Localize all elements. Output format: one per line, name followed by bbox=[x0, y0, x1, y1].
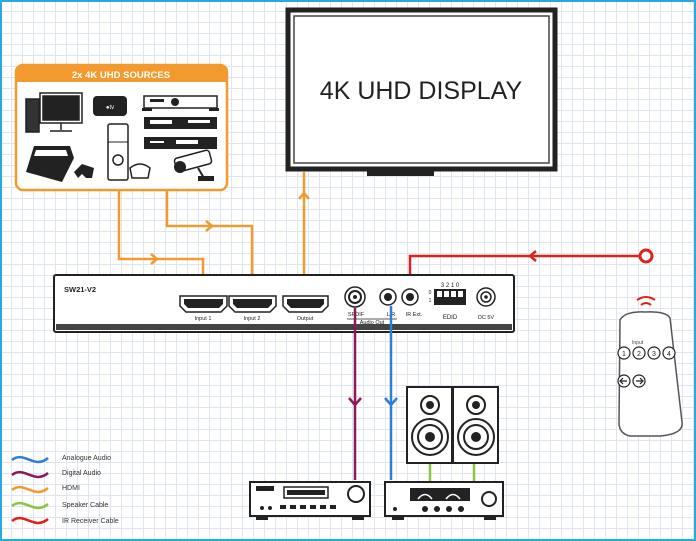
desktop-pc-icon bbox=[25, 92, 83, 133]
svg-text:4: 4 bbox=[667, 351, 671, 358]
sources-title: 2x 4K UHD SOURCES bbox=[72, 70, 170, 81]
hdmi-port-input2 bbox=[228, 295, 277, 313]
amplifier bbox=[384, 481, 504, 520]
svg-text:Analogue Audio: Analogue Audio bbox=[62, 455, 111, 462]
edid-label: EDID bbox=[443, 315, 458, 321]
spdif-label: SPDIF bbox=[348, 312, 365, 318]
spdif-port bbox=[344, 286, 366, 308]
output-label: Output bbox=[297, 316, 314, 322]
edid-bits-label: 3 2 1 0 bbox=[441, 283, 460, 289]
svg-text:HDMI: HDMI bbox=[62, 485, 80, 492]
input1-label: Input 1 bbox=[195, 316, 212, 322]
hdmi-port-input1 bbox=[179, 295, 228, 313]
speaker-right bbox=[452, 386, 499, 464]
svg-text:●tv: ●tv bbox=[106, 105, 114, 111]
dc-label: DC 5V bbox=[478, 315, 495, 321]
hdmi-port-output bbox=[282, 295, 329, 313]
audio-out-label: Audio Out bbox=[360, 320, 385, 326]
legend: Analogue Audio Digital Audio HDMI Speake… bbox=[11, 455, 119, 525]
legend-hdmi: HDMI bbox=[11, 485, 80, 494]
legend-ir-receiver-cable: IR Receiver Cable bbox=[11, 516, 119, 525]
svg-text:2: 2 bbox=[637, 351, 641, 358]
input2-label: Input 2 bbox=[244, 316, 261, 322]
speaker-left bbox=[406, 386, 453, 464]
remote-prev-button[interactable] bbox=[617, 374, 631, 388]
display-label: 4K UHD DISPLAY bbox=[320, 77, 523, 105]
speaker-cables bbox=[428, 463, 476, 482]
av-receiver bbox=[249, 481, 371, 520]
ir-ext-port bbox=[401, 288, 419, 306]
legend-digital-audio: Digital Audio bbox=[11, 470, 101, 479]
receiver-icons bbox=[142, 95, 219, 149]
media-box-icon: ●tv bbox=[93, 96, 127, 116]
dip-on-label: 0 bbox=[429, 290, 432, 296]
digital-audio-cable bbox=[348, 308, 362, 480]
remote-button-1[interactable]: 1 bbox=[617, 346, 631, 360]
switcher-model: SW21-V2 bbox=[64, 285, 96, 294]
hdmi-arrows bbox=[150, 191, 310, 265]
remote-next-button[interactable] bbox=[632, 374, 646, 388]
remote-button-3[interactable]: 3 bbox=[647, 346, 661, 360]
ir-ext-label: IR Ext. bbox=[406, 312, 423, 318]
svg-text:3: 3 bbox=[652, 351, 656, 358]
analogue-audio-cable bbox=[384, 306, 398, 480]
remote-button-4[interactable]: 4 bbox=[662, 346, 676, 360]
console-tower-icon bbox=[107, 123, 151, 181]
display-device: 4K UHD DISPLAY bbox=[285, 7, 558, 176]
switcher-device: SW21-V2 Input 1 Input 2 Output SPDIF bbox=[53, 274, 515, 333]
legend-analogue-audio: Analogue Audio bbox=[11, 455, 111, 464]
lr-audio-port bbox=[379, 288, 397, 306]
game-console-icon bbox=[26, 146, 94, 182]
svg-text:1: 1 bbox=[622, 351, 626, 358]
svg-text:Digital Audio: Digital Audio bbox=[62, 470, 101, 477]
camera-icon bbox=[173, 149, 214, 181]
remote-input-label: Input bbox=[632, 340, 644, 346]
hdmi-cable-input2 bbox=[165, 191, 254, 296]
ir-remote: Input 1 2 3 4 bbox=[617, 296, 683, 437]
edid-dip-switch[interactable] bbox=[434, 289, 466, 305]
dip-off-label: 1 bbox=[429, 298, 432, 304]
svg-text:Speaker Cable: Speaker Cable bbox=[62, 502, 108, 509]
svg-text:IR Receiver Cable: IR Receiver Cable bbox=[62, 518, 119, 525]
dc-power-port bbox=[476, 287, 496, 307]
legend-speaker-cable: Speaker Cable bbox=[11, 501, 108, 510]
remote-button-2[interactable]: 2 bbox=[632, 346, 646, 360]
sources-panel: 2x 4K UHD SOURCES ●tv bbox=[14, 63, 229, 192]
